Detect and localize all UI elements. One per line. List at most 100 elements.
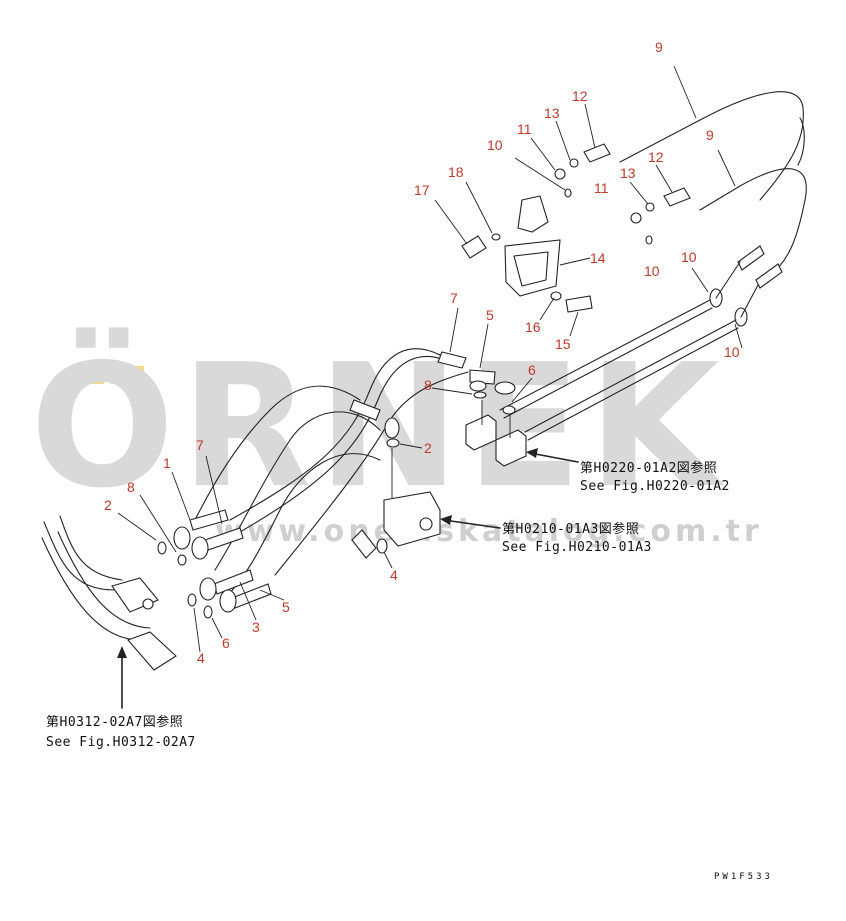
hose-9-lower xyxy=(699,168,807,276)
nut-11-upper xyxy=(554,168,566,180)
callout-13: 13 xyxy=(544,105,560,121)
leader-13a xyxy=(555,120,571,161)
bolt-12-lower xyxy=(663,187,691,207)
fitting-right-b xyxy=(755,263,783,289)
ref3-arrowhead xyxy=(117,646,127,658)
callout-10: 10 xyxy=(724,344,740,360)
hose-9-upper-b xyxy=(797,117,805,166)
callout-7: 7 xyxy=(450,290,458,306)
leader-3 xyxy=(239,581,257,621)
fitting-5-upper xyxy=(469,369,496,385)
ref2-arrowhead xyxy=(440,515,452,525)
oring-6-center xyxy=(502,405,516,415)
callout-15: 15 xyxy=(555,336,571,352)
leader-18 xyxy=(465,181,493,234)
callout-14: 14 xyxy=(590,250,606,266)
pipe-long-a xyxy=(499,299,711,411)
valve-block-lower xyxy=(495,429,527,467)
leader-15 xyxy=(569,311,579,337)
ref3-line2: See Fig.H0312-02A7 xyxy=(46,735,196,750)
callout-4: 4 xyxy=(390,567,398,583)
callout-8: 8 xyxy=(127,479,135,495)
leader-7a xyxy=(449,307,459,353)
oring-4-center xyxy=(376,538,388,554)
callout-10: 10 xyxy=(487,137,503,153)
flange-center xyxy=(384,417,400,439)
pipe-long-b xyxy=(524,319,737,433)
flange-5-upper xyxy=(494,381,516,395)
fitting-right-a xyxy=(737,245,765,271)
callout-6: 6 xyxy=(528,362,536,378)
ref1-arrowhead xyxy=(526,448,538,458)
oring-4-left xyxy=(187,593,197,607)
leader-7b xyxy=(205,455,223,525)
hose-7-upper-b xyxy=(239,355,456,533)
leader-12b xyxy=(655,164,673,193)
callout-7: 7 xyxy=(196,437,204,453)
watermark-accent-left xyxy=(72,366,104,384)
leader-2b xyxy=(117,512,157,541)
oring-8-center xyxy=(473,391,487,399)
nut-11-lower xyxy=(630,212,642,224)
callout-2: 2 xyxy=(104,497,112,513)
fitting-17 xyxy=(461,235,487,259)
bolt-12-upper xyxy=(583,143,611,163)
leader-6b xyxy=(211,617,223,639)
ref1-line1: 第H0220-01A2図参照 xyxy=(580,460,717,476)
washer-18 xyxy=(491,233,501,241)
washer-16 xyxy=(550,291,562,301)
block-left-upper-port xyxy=(142,598,154,610)
oring-8-left xyxy=(177,554,187,566)
leader-16 xyxy=(539,297,555,321)
leader-10a xyxy=(514,157,566,191)
oring-2-center xyxy=(386,438,400,448)
oring-2-left xyxy=(157,541,167,555)
leader-8a xyxy=(431,387,473,395)
watermark-sub-text: www.onekiskatalog.com.tr xyxy=(215,514,763,549)
bolt-15 xyxy=(565,295,593,313)
pipe-far-left-a xyxy=(43,521,116,591)
flange-1 xyxy=(173,526,191,550)
callout-10: 10 xyxy=(681,249,697,265)
watermark-main-text: ÖRNEK xyxy=(30,327,726,526)
leader-6a xyxy=(511,377,533,403)
ref1-arrow xyxy=(529,452,579,463)
callout-labels: 9 12 13 11 10 9 12 13 11 17 18 14 10 10 … xyxy=(104,39,740,666)
leader-14 xyxy=(559,257,591,266)
leader-5a xyxy=(479,323,489,369)
bracket-14 xyxy=(504,239,561,297)
leader-1 xyxy=(171,471,191,521)
leader-12a xyxy=(584,103,596,149)
callout-11: 11 xyxy=(517,121,532,137)
hose-7-upper xyxy=(229,348,441,521)
leader-5b xyxy=(259,589,285,601)
leader-9b xyxy=(717,149,736,187)
plate-upper xyxy=(517,195,549,233)
callout-16: 16 xyxy=(525,319,541,335)
fitting-7-upper xyxy=(437,351,467,369)
callout-6: 6 xyxy=(222,635,230,651)
fitting-3 xyxy=(213,569,254,595)
block-left-lower xyxy=(127,631,177,671)
leader-11a xyxy=(530,137,556,171)
leader-10d xyxy=(734,323,743,349)
callout-3: 3 xyxy=(252,619,260,635)
callout-12: 12 xyxy=(572,88,588,104)
bracket-14-inner xyxy=(513,251,549,287)
hose-drawing xyxy=(41,65,807,709)
flange-3 xyxy=(199,577,217,601)
washer-13-lower xyxy=(645,202,655,212)
leader-10c xyxy=(691,267,709,293)
callout-11: 11 xyxy=(594,180,609,196)
ref1-line2: See Fig.H0220-01A2 xyxy=(580,479,730,494)
hose-9-upper xyxy=(619,91,804,201)
callout-18: 18 xyxy=(448,164,464,180)
ref2-arrow xyxy=(443,519,501,529)
washer-13-upper xyxy=(569,158,579,168)
callout-13: 13 xyxy=(620,165,636,181)
valve-block-center xyxy=(383,491,441,547)
ring-10-upper xyxy=(564,188,572,198)
figure-references: 第H0220-01A2図参照 See Fig.H0220-01A2 第H0210… xyxy=(46,460,730,750)
drawing-code: PW1F533 xyxy=(714,872,773,882)
